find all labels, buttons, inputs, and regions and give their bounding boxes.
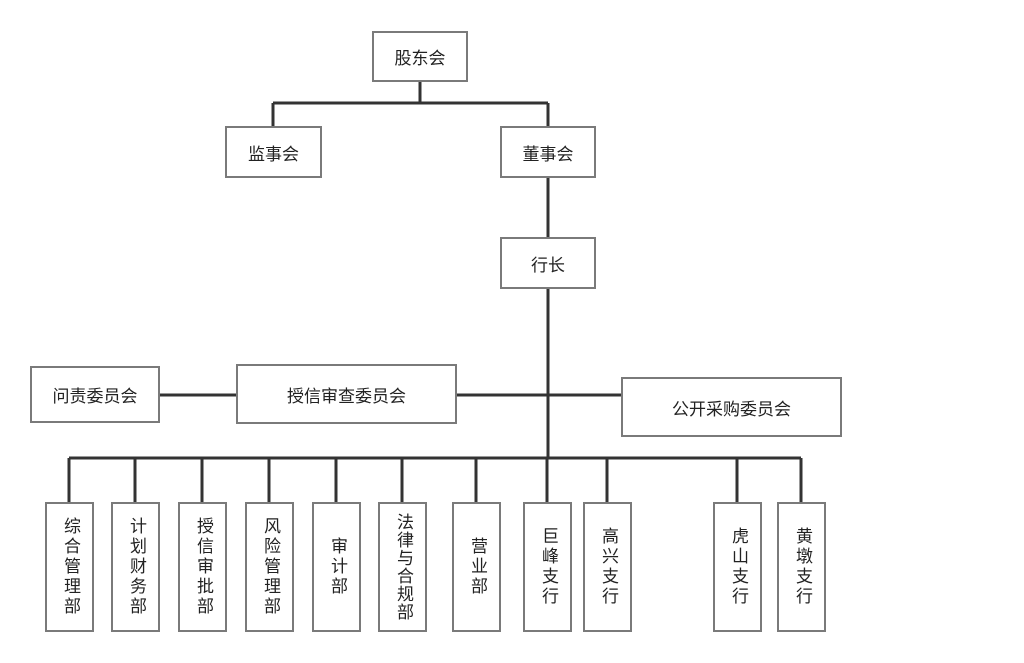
department-label: 巨峰支行 [538,527,558,607]
department-label: 风险管理部 [260,517,280,617]
department-label: 综合管理部 [60,517,80,617]
node-department: 审计部 [312,502,361,632]
node-label: 监事会 [248,144,299,165]
department-label: 审计部 [327,537,347,597]
node-procurement-committee: 公开采购委员会 [621,377,842,437]
node-department: 风险管理部 [245,502,294,632]
department-label: 虎山支行 [728,527,748,607]
node-accountability-committee: 问责委员会 [30,366,160,423]
node-label: 公开采购委员会 [672,399,791,420]
node-department: 虎山支行 [713,502,762,632]
department-label: 高兴支行 [598,527,618,607]
node-department: 授信审批部 [178,502,227,632]
node-department: 法律与合规部 [378,502,427,632]
department-label: 黄墩支行 [792,527,812,607]
node-credit-review-committee: 授信审查委员会 [236,364,457,424]
node-department: 营业部 [452,502,501,632]
node-department: 计划财务部 [111,502,160,632]
node-president: 行长 [500,237,596,289]
department-label: 法律与合规部 [393,513,413,621]
node-department: 巨峰支行 [523,502,572,632]
department-label: 计划财务部 [126,517,146,617]
department-label: 授信审批部 [193,517,213,617]
department-label: 营业部 [467,537,487,597]
node-shareholders: 股东会 [372,31,468,82]
node-label: 问责委员会 [52,387,138,407]
node-department: 黄墩支行 [777,502,826,632]
node-department: 综合管理部 [45,502,94,632]
node-department: 高兴支行 [583,502,632,632]
node-label: 行长 [531,255,565,276]
node-supervisors: 监事会 [225,126,322,178]
node-label: 股东会 [394,49,446,69]
node-board: 董事会 [500,126,596,178]
node-label: 董事会 [522,144,574,165]
node-label: 授信审查委员会 [287,386,406,407]
